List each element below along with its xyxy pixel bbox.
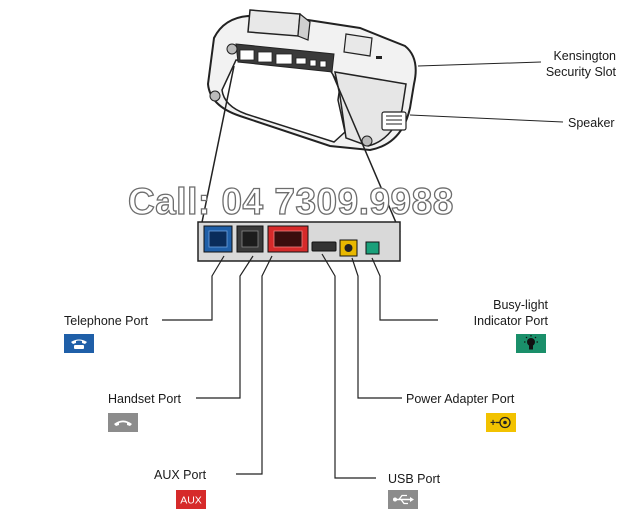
speaker-label: Speaker — [568, 116, 615, 130]
bulb-icon — [516, 334, 546, 353]
usb-port-label: USB Port — [388, 472, 441, 486]
busylight-port — [365, 241, 380, 255]
svg-text:AUX: AUX — [180, 495, 202, 507]
kensington-label-line2: Security Slot — [545, 65, 616, 79]
usb-port — [311, 241, 337, 252]
telephone-port-label: Telephone Port — [64, 314, 149, 328]
busylight-label-line2: Indicator Port — [473, 314, 548, 328]
handset-icon — [108, 413, 138, 432]
kensington-label-line1: Kensington — [553, 49, 616, 63]
watermark-text: Call: 04 7309.9988 — [127, 180, 454, 222]
busylight-label-line1: Busy-light — [493, 298, 548, 312]
handset-port-label: Handset Port — [108, 392, 181, 406]
svg-text:+: + — [490, 418, 496, 429]
kensington-slot — [376, 56, 382, 59]
telephone-icon — [64, 334, 94, 353]
kensington-label: Kensington Security Slot — [520, 48, 616, 80]
aux-icon: AUX — [176, 490, 206, 509]
aux-port-label: AUX Port — [154, 468, 207, 482]
base-unit — [206, 9, 417, 152]
power-adapter-port-label: Power Adapter Port — [406, 392, 515, 406]
busylight-port-label: Busy-light Indicator Port — [450, 297, 548, 329]
usb-icon — [388, 490, 418, 509]
speaker-grille — [381, 111, 407, 131]
port-panel — [197, 221, 401, 262]
power-icon: + — [486, 413, 516, 432]
